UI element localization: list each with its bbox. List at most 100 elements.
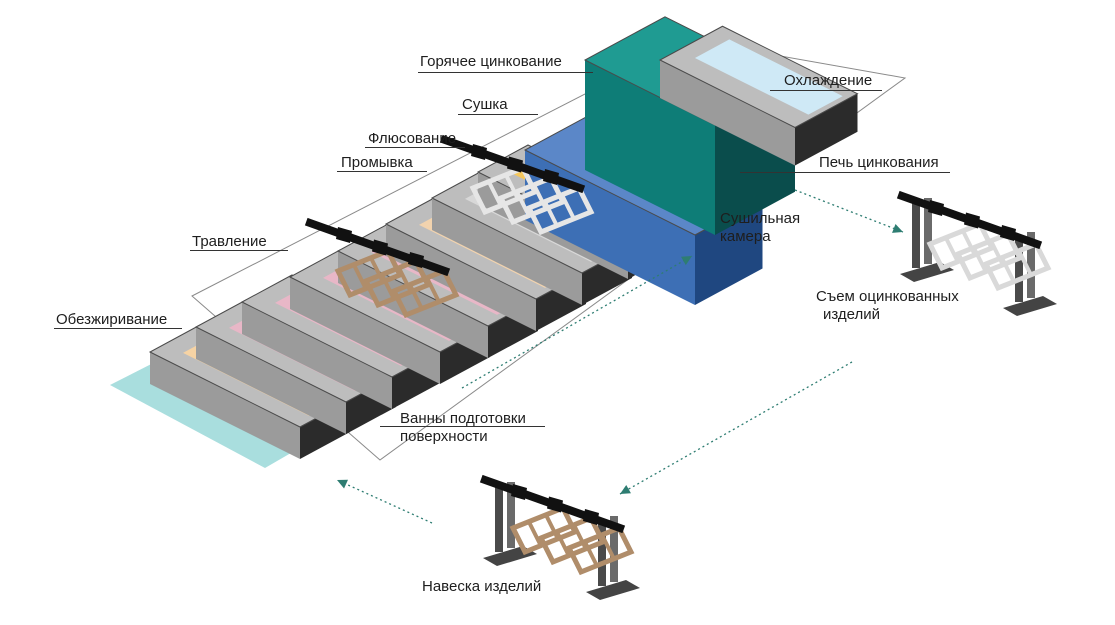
label-drying-chamber-line2: камера — [720, 228, 771, 245]
leader-prep-baths — [380, 426, 545, 427]
rack-pickling-clamp-1 — [372, 239, 388, 256]
label-prep-baths-line2: поверхности — [400, 428, 488, 445]
rack-unloading-item-frame-0 — [926, 220, 996, 272]
label-fluxing: Флюсование — [368, 130, 457, 147]
rack-loading-foot-1 — [586, 580, 640, 600]
label-loading: Навеска изделий — [422, 578, 542, 595]
rack-loading-item-bar-a-0 — [527, 521, 543, 547]
rack-fluxing-item-bar-b-2 — [560, 194, 576, 220]
cooling-tank-front — [660, 60, 795, 166]
rack-pickling-clamp-2 — [408, 252, 424, 268]
rack-loading-item-frame-1 — [537, 514, 607, 566]
label-pickling: Травление — [192, 233, 267, 250]
rack-unloading-item-1 — [954, 230, 1024, 282]
rack-fluxing-item-frame-0 — [469, 164, 539, 216]
rack-unloading-foot-1 — [1003, 296, 1057, 316]
leader-hot-dip — [418, 72, 593, 73]
rack-loading — [479, 474, 640, 600]
rack-loading-post-b-1 — [610, 516, 618, 582]
rack-loading-item-bar-b-0 — [544, 514, 560, 540]
rack-unloading-item-bar-a-2 — [1000, 257, 1016, 283]
arrow-to-loading-line — [619, 361, 853, 495]
cooling-tank-end — [795, 93, 858, 166]
label-unloading-line2: изделий — [823, 306, 881, 323]
rack-unloading — [896, 190, 1057, 316]
rack-unloading-item-bar-b-2 — [1017, 250, 1033, 276]
rack-fluxing-item-bar-a-2 — [543, 201, 559, 227]
rack-loading-item-2 — [565, 524, 635, 576]
rack-loading-item-bar-a-1 — [555, 531, 571, 557]
rack-unloading-clamp-2 — [1000, 225, 1016, 241]
arrow-to-unloading — [794, 189, 904, 233]
rack-loading-item-frame-2 — [565, 524, 635, 576]
tank-rinsing-front — [386, 224, 536, 331]
label-drying: Сушка — [462, 96, 508, 113]
rack-pickling-item-bar-a-1 — [380, 274, 396, 300]
rack-pickling-item-0 — [334, 247, 404, 299]
rack-pickling-item-bar-b-0 — [369, 257, 385, 283]
rack-loading-post-0 — [495, 486, 503, 552]
rack-pickling-item-bar-b-2 — [425, 277, 441, 303]
rack-unloading-item-bar-b-0 — [961, 230, 977, 256]
rack-fluxing-item-1 — [497, 174, 567, 226]
rack-unloading-post-b-0 — [924, 198, 932, 264]
label-drying-chamber-line1: Сушильная — [720, 210, 801, 227]
rack-pickling-item-2 — [390, 267, 460, 319]
leader-pickling — [190, 250, 288, 251]
rack-fluxing-item-bar-b-0 — [504, 174, 520, 200]
label-unloading-line1: Съем оцинкованных — [816, 288, 959, 305]
rack-unloading-item-bar-a-1 — [972, 247, 988, 273]
rack-loading-clamp-1 — [547, 496, 563, 513]
rack-fluxing-item-frame-1 — [497, 174, 567, 226]
rack-pickling-item-bar-a-2 — [408, 284, 424, 310]
rack-loading-clamp-2 — [583, 509, 599, 525]
leader-drying — [458, 114, 538, 115]
leader-rinsing — [337, 171, 427, 172]
rack-unloading-item-frame-1 — [954, 230, 1024, 282]
rack-unloading-item-0 — [926, 220, 996, 272]
rack-pickling-item-frame-2 — [390, 267, 460, 319]
rack-pickling-item-1 — [362, 257, 432, 309]
rack-unloading-clamp-1 — [964, 212, 980, 229]
label-hot-dip-galvanizing: Горячее цинкование — [420, 53, 562, 70]
rack-unloading-item-frame-2 — [982, 240, 1052, 292]
drying-chamber-front — [525, 150, 695, 305]
rack-loading-item-bar-a-2 — [583, 541, 599, 567]
galvanizing-furnace-front — [585, 60, 715, 235]
rack-loading-item-bar-b-2 — [600, 534, 616, 560]
label-cooling: Охлаждение — [784, 72, 873, 89]
rack-loading-post-b-0 — [507, 482, 515, 548]
rack-fluxing-item-bar-b-1 — [532, 184, 548, 210]
rack-loading-item-1 — [537, 514, 607, 566]
rack-fluxing-item-2 — [525, 184, 595, 236]
rack-pickling-item-frame-0 — [334, 247, 404, 299]
rack-pickling-item-frame-1 — [362, 257, 432, 309]
rack-pickling-item-bar-a-0 — [352, 264, 368, 290]
rack-unloading-post-0 — [912, 202, 920, 268]
rack-loading-item-frame-0 — [509, 504, 579, 556]
arrow-along-line — [461, 255, 693, 389]
rack-unloading-item-bar-a-0 — [944, 237, 960, 263]
arrow-to-unloading-head-flow-arrow-icon — [892, 223, 903, 233]
leader-fluxing — [365, 147, 465, 148]
label-galvanizing-furnace: Печь цинкования — [819, 154, 939, 171]
tank-pickling-1-front — [196, 327, 346, 434]
arrow-along-line-head-flow-arrow-icon — [681, 256, 692, 266]
tank-pickling-2-front — [242, 302, 392, 409]
rack-fluxing-item-0 — [469, 164, 539, 216]
rack-pickling-clamp-0 — [336, 227, 352, 243]
arrow-to-loading — [619, 361, 853, 495]
arrow-to-degreasing — [336, 479, 433, 524]
leader-cooling — [770, 90, 882, 91]
rack-pickling-item-bar-b-1 — [397, 267, 413, 293]
rack-fluxing-item-bar-a-0 — [487, 181, 503, 207]
drying-chamber-end — [695, 198, 763, 305]
rack-unloading-clamp-0 — [928, 200, 944, 216]
rack-fluxing-clamp-2 — [543, 169, 559, 185]
rack-unloading-item-bar-b-1 — [989, 240, 1005, 266]
cooling-tank-liquid — [694, 39, 843, 115]
leader-furnace — [740, 172, 950, 173]
arrow-to-degreasing-line — [336, 479, 433, 524]
leader-degreasing — [54, 328, 182, 329]
